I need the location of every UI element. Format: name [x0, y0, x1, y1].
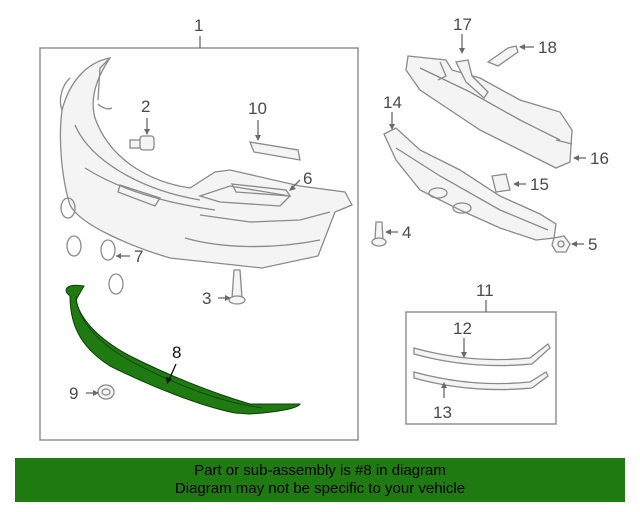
- bracket-17: [455, 59, 489, 99]
- fog-hole-3: [108, 273, 124, 295]
- reinforcement-16: [405, 55, 573, 169]
- footer-banner: Part or sub-assembly is #8 in diagram Di…: [15, 458, 625, 502]
- callout-11: 11: [476, 281, 494, 300]
- fastener-9: [97, 384, 115, 400]
- molding-12: [413, 343, 551, 367]
- grille-6: [230, 183, 292, 197]
- block-15: [491, 173, 511, 193]
- callout-9: 9: [69, 384, 78, 403]
- footer-line-2: Diagram may not be specific to your vehi…: [174, 480, 466, 497]
- molding-box: [405, 311, 557, 425]
- callout-14: 14: [383, 93, 402, 112]
- callout-8: 8: [172, 343, 181, 362]
- callout-18: 18: [538, 38, 557, 57]
- callout-17: 17: [453, 15, 472, 34]
- bolt-4: [371, 221, 387, 247]
- callout-12: 12: [453, 319, 472, 338]
- callout-5: 5: [588, 235, 597, 254]
- screw-2: [129, 135, 155, 151]
- callout-10: 10: [248, 99, 267, 118]
- bumper-cover: [59, 57, 353, 269]
- absorber-14: [383, 127, 557, 241]
- callout-3: 3: [202, 289, 211, 308]
- callout-2: 2: [141, 97, 150, 116]
- callout-7: 7: [134, 247, 143, 266]
- footer-line-1: Part or sub-assembly is #8 in diagram: [194, 462, 446, 479]
- callout-4: 4: [402, 223, 411, 242]
- bracket-10: [248, 141, 301, 161]
- callout-16: 16: [590, 149, 609, 168]
- fog-hole-1: [60, 197, 76, 219]
- callout-1: 1: [194, 16, 203, 35]
- nut-5: [551, 235, 571, 253]
- bracket-18: [486, 45, 519, 67]
- callout-13: 13: [433, 403, 452, 422]
- grommet-7: [100, 239, 116, 261]
- callout-6: 6: [303, 169, 312, 188]
- clip-3: [228, 269, 246, 305]
- callout-15: 15: [530, 175, 549, 194]
- fog-hole-2: [66, 235, 82, 257]
